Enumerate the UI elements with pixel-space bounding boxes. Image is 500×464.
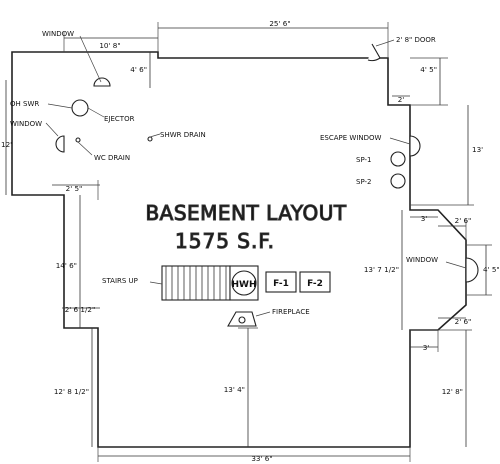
dim-right-notch-width: 2' [398,95,405,104]
wc-drain-symbol [75,137,81,143]
label-window-left: WINDOW [10,120,42,128]
door-swing [367,43,381,62]
label-window-right: WINDOW [406,256,438,264]
dimension-labels: 10' 8" 25' 6" 4' 6" 4' 5" 2' 12' 13' 2' … [1,19,500,463]
dim-top-left: 10' 8" [99,41,120,50]
dim-left-step: 2' 5" [66,184,83,193]
plan-title: BASEMENT LAYOUT [145,201,346,225]
fixture-labels: WINDOW OH SWR EJECTOR WINDOW SHWR DRAIN … [10,30,438,316]
label-hwh: HWH [232,280,257,290]
dim-right-lower: 12' 8" [442,387,463,396]
shwr-drain-symbol [147,136,153,142]
label-door: 2' 8" DOOR [396,36,436,44]
window-top-symbol [93,77,111,87]
dim-left-upper: 12' [1,140,12,149]
escape-window-symbol [409,135,421,157]
label-shwr-drain: SHWR DRAIN [160,131,206,139]
label-f2: F-2 [307,279,323,289]
fireplace-flue [238,316,246,324]
hwh-symbol [231,270,257,296]
label-oh-swr: OH SWR [10,100,39,108]
dim-bay-height: 13' 7 1/2" [364,265,399,274]
dim-left-notch-height: 4' 6" [130,65,147,74]
dim-left-lower: 12' 8 1/2" [54,387,89,396]
label-f1: F-1 [273,279,289,289]
dim-bottom: 33' 6" [251,454,272,463]
label-stairs-up: STAIRS UP [102,277,138,285]
ejector-pit [71,99,89,117]
dim-bay-bottom-step: 2' 6" [455,317,472,326]
dim-top-right: 25' 6" [269,19,290,28]
sp2-symbol [390,173,406,189]
label-sp1: SP-1 [356,156,372,164]
bay-window-symbol [465,257,479,283]
dimension-lines [5,22,492,462]
dim-right-notch-height: 4' 5" [420,65,437,74]
label-fireplace: FIREPLACE [272,308,310,316]
exterior-wall [11,51,467,448]
furnace-f1-box [265,271,297,293]
furnace-f2-box [299,271,331,293]
dim-center-lower: 13' 4" [224,385,245,394]
dim-bay-bottom-width: 3' [423,343,430,352]
dim-left-step2: 2' 6 1/2" [65,305,96,314]
plan-subtitle: 1575 S.F. [175,229,275,253]
label-window-top: WINDOW [42,30,74,38]
sp1-symbol [390,151,406,167]
dim-right-upper: 13' [472,145,483,154]
dim-bay-depth: 4' 5" [483,265,500,274]
window-left-symbol [55,135,65,153]
label-escape-window: ESCAPE WINDOW [320,134,382,142]
dim-left-mid: 14' 6" [56,261,77,270]
label-wc-drain: WC DRAIN [94,154,130,162]
label-ejector: EJECTOR [104,115,135,123]
dim-bay-top-width: 3' [421,214,428,223]
label-sp2: SP-2 [356,178,372,186]
dim-bay-top-step: 2' 6" [455,216,472,225]
fixtures [45,35,479,327]
stair-treads [165,266,227,300]
